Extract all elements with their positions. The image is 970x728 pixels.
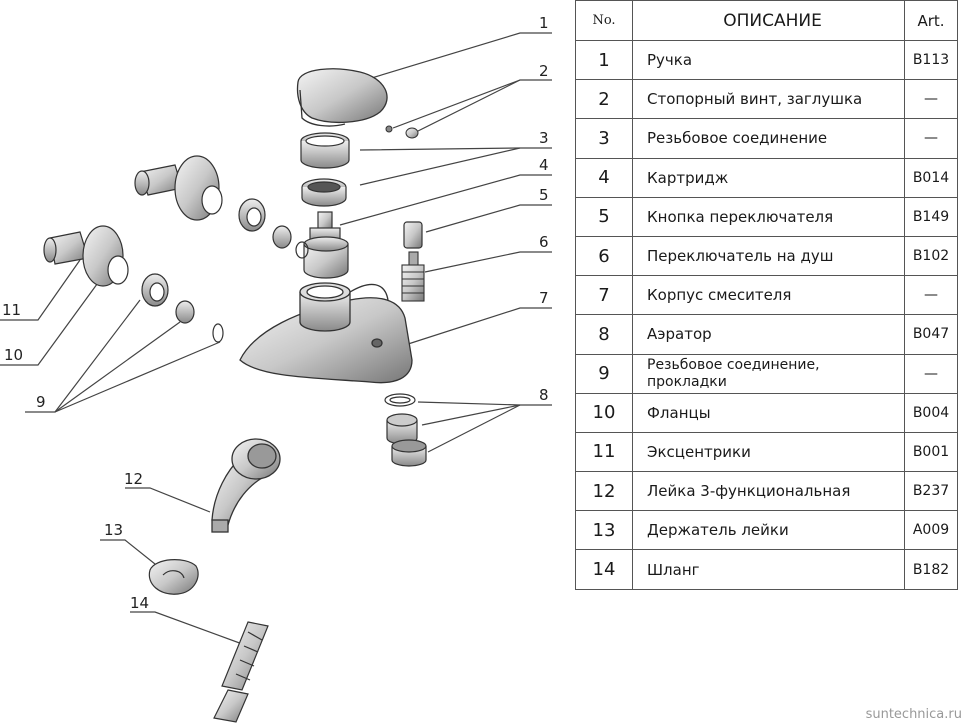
row-no: 2 <box>575 79 633 120</box>
diverter-button-part <box>403 221 423 249</box>
callout-11: 11 <box>2 301 21 319</box>
row-description: Ручка <box>632 39 905 81</box>
header-art: Art. <box>904 0 958 41</box>
threaded-rings-part <box>300 132 350 207</box>
aerator-part <box>384 393 427 467</box>
row-no: 12 <box>575 471 633 512</box>
row-no: 5 <box>575 196 633 237</box>
callout-12: 12 <box>124 470 143 488</box>
header-no: No. <box>575 0 633 41</box>
row-description: Лейка 3-функциональная <box>632 471 905 512</box>
callout-10: 10 <box>4 346 23 364</box>
row-description: Резьбовое соединение <box>632 118 905 159</box>
mixer-body-part <box>239 282 413 384</box>
row-no: 10 <box>575 392 633 433</box>
row-no: 9 <box>575 353 633 394</box>
row-description: Картридж <box>632 157 905 198</box>
callout-2: 2 <box>539 62 549 80</box>
row-art: B001 <box>904 431 958 473</box>
hand-shower-part <box>211 438 281 533</box>
row-no: 14 <box>575 549 633 590</box>
row-art: B182 <box>904 549 958 590</box>
lower-eccentric-flange <box>43 225 224 343</box>
callout-1: 1 <box>539 14 549 32</box>
callout-4: 4 <box>539 156 549 174</box>
row-description: Резьбовое соединение, прокладки <box>647 356 820 390</box>
watermark: suntechnica.ru <box>865 707 962 722</box>
row-art: — <box>904 118 958 159</box>
row-art: — <box>904 275 958 316</box>
row-description: Держатель лейки <box>632 510 905 551</box>
row-no: 3 <box>575 118 633 159</box>
table-header-row: No. ОПИСАНИЕ Art. <box>575 0 958 41</box>
row-art: B149 <box>904 196 958 237</box>
row-art: B004 <box>904 392 958 433</box>
exploded-parts-diagram: 1 2 3 4 5 6 7 8 9 10 11 12 13 14 <box>0 14 552 723</box>
leader-lines <box>0 32 552 646</box>
row-art: — <box>904 353 958 394</box>
row-no: 4 <box>575 157 633 198</box>
shower-holder-part <box>148 559 199 595</box>
callout-9: 9 <box>36 393 46 411</box>
row-description: Эксцентрики <box>632 431 905 473</box>
row-description: Фланцы <box>632 392 905 433</box>
row-no: 8 <box>575 314 633 355</box>
row-description: Шланг <box>632 549 905 590</box>
screw-plug-part <box>385 125 419 139</box>
row-art: B102 <box>904 235 958 277</box>
row-description: Переключатель на душ <box>632 235 905 277</box>
row-art: B237 <box>904 471 958 512</box>
row-no: 13 <box>575 510 633 551</box>
row-art: A009 <box>904 510 958 551</box>
row-description: Стопорный винт, заглушка <box>632 79 905 120</box>
callout-14: 14 <box>130 594 149 612</box>
row-art: — <box>904 79 958 120</box>
hose-part <box>213 621 269 723</box>
row-description: Кнопка переключателя <box>632 196 905 237</box>
shower-diverter-part <box>401 251 425 302</box>
row-description: Корпус смесителя <box>632 275 905 316</box>
callout-13: 13 <box>104 521 123 539</box>
row-art: B014 <box>904 157 958 198</box>
callout-6: 6 <box>539 233 549 251</box>
callout-5: 5 <box>539 186 549 204</box>
upper-eccentric-flange <box>134 155 309 259</box>
row-description: Аэратор <box>632 314 905 355</box>
handle-part <box>296 68 388 127</box>
table-row: 9 Резьбовое соединение, прокладки — <box>575 353 958 394</box>
row-no: 6 <box>575 235 633 277</box>
callout-3: 3 <box>539 129 549 147</box>
row-art: B047 <box>904 314 958 355</box>
header-description: ОПИСАНИЕ <box>632 0 905 41</box>
callout-8: 8 <box>539 386 549 404</box>
callout-labels: 1 2 3 4 5 6 7 8 9 10 11 12 13 14 <box>2 14 549 612</box>
row-no: 7 <box>575 275 633 316</box>
callout-7: 7 <box>539 289 549 307</box>
row-no: 1 <box>575 39 633 81</box>
row-no: 11 <box>575 431 633 473</box>
row-art: B113 <box>904 39 958 81</box>
cartridge-part <box>303 211 349 279</box>
